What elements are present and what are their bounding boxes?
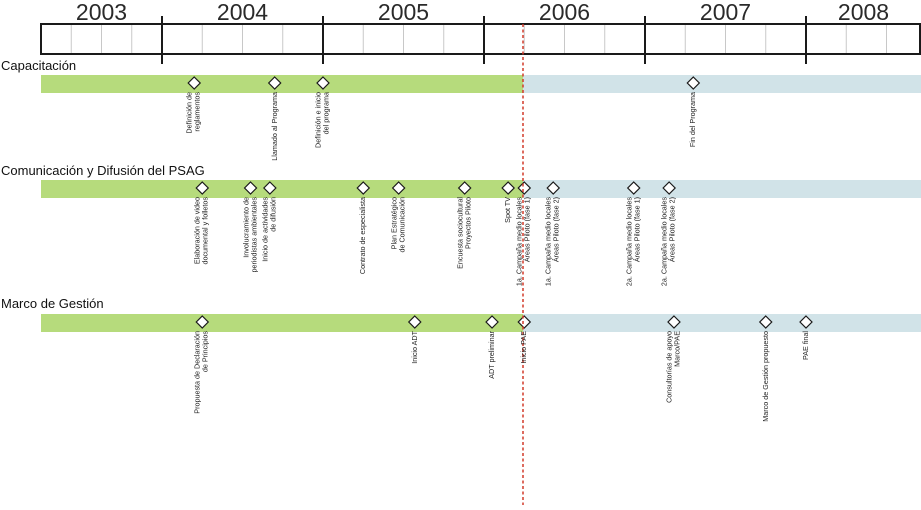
progress-bar-pending <box>523 180 921 198</box>
year-label: 2004 <box>216 0 269 25</box>
milestone-label: Contrato de especialista <box>358 197 368 275</box>
track-title: Capacitación <box>1 58 77 73</box>
milestone-label: 2a. Campaña medio locales Áreas Piloto (… <box>624 197 642 287</box>
milestone-diamond-icon <box>546 181 561 195</box>
milestone-label: Marco de Gestión propuesto <box>760 331 770 422</box>
milestone-diamond-icon <box>457 181 472 195</box>
milestone-label: Inicio de actividades de difusión <box>260 197 278 262</box>
milestone-label: Spot TV <box>502 197 512 223</box>
year-label: 2007 <box>699 0 752 25</box>
milestone-diamond-icon <box>758 315 773 329</box>
milestone-label: PAE final <box>800 331 810 361</box>
year-label: 2003 <box>75 0 128 25</box>
milestone-label: ADT preliminar <box>486 331 496 379</box>
track-title: Marco de Gestión <box>1 296 104 311</box>
milestone-label: Plan Estratégico de Comunicación <box>389 197 407 253</box>
milestone-label: Inicio ADT <box>409 331 419 364</box>
milestone-diamond-icon <box>517 181 532 195</box>
year-label: 2006 <box>538 0 591 25</box>
milestone-label: Inicio PAE <box>519 331 529 364</box>
progress-bar-pending <box>523 75 921 93</box>
milestone-label: 1a. Campaña medio locales Áreas Piloto (… <box>543 197 562 287</box>
progress-bar-pending <box>523 314 921 332</box>
milestone-diamond-icon <box>391 181 406 195</box>
milestone-diamond-icon <box>316 76 330 90</box>
milestone-diamond-icon <box>667 315 681 329</box>
milestone-diamond-icon <box>195 315 210 329</box>
milestone-label: Llamado al Programa <box>269 92 279 161</box>
track-title: Comunicación y Difusión del PSAG <box>1 163 205 178</box>
progress-bar-completed <box>41 180 523 198</box>
year-label: 2008 <box>837 0 890 25</box>
milestone-label: Fin del Programa <box>688 92 698 148</box>
progress-bar-completed <box>41 314 523 332</box>
milestone-diamond-icon <box>686 76 701 90</box>
milestone-label: 1a. Campaña medio locales Áreas Piloto (… <box>514 197 533 287</box>
milestone-label: 2a. Campaña medio locales Áreas Piloto (… <box>659 197 678 287</box>
milestone-label: Propuesta de Declaración de Principios <box>192 331 211 414</box>
milestone-label: Consultorías de apoyo Marco/PAE <box>664 331 682 403</box>
milestone-diamond-icon <box>407 315 422 329</box>
milestone-diamond-icon <box>187 76 202 90</box>
milestone-diamond-icon <box>662 181 676 195</box>
milestone-diamond-icon <box>243 181 258 195</box>
year-axis-frame <box>40 23 921 55</box>
milestone-label: Elaboración de video documental y follet… <box>192 197 211 265</box>
milestone-diamond-icon <box>195 181 210 195</box>
milestone-diamond-icon <box>501 181 515 195</box>
milestone-diamond-icon <box>626 181 641 195</box>
milestone-diamond-icon <box>263 181 277 195</box>
milestone-diamond-icon <box>485 315 499 329</box>
milestone-label: Involucramiento de periodistas ambiental… <box>241 197 259 273</box>
milestone-diamond-icon <box>799 315 813 329</box>
milestone-diamond-icon <box>356 181 371 195</box>
milestone-label: Definición de reglamentos <box>184 92 203 134</box>
year-label: 2005 <box>377 0 430 25</box>
milestone-label: Definición e inicio del programa <box>313 92 331 148</box>
milestone-diamond-icon <box>517 315 532 329</box>
progress-bar-completed <box>41 75 523 93</box>
milestone-label: Encuesta sociocultural Proyectos Piloto <box>455 197 473 269</box>
milestone-diamond-icon <box>267 76 282 90</box>
